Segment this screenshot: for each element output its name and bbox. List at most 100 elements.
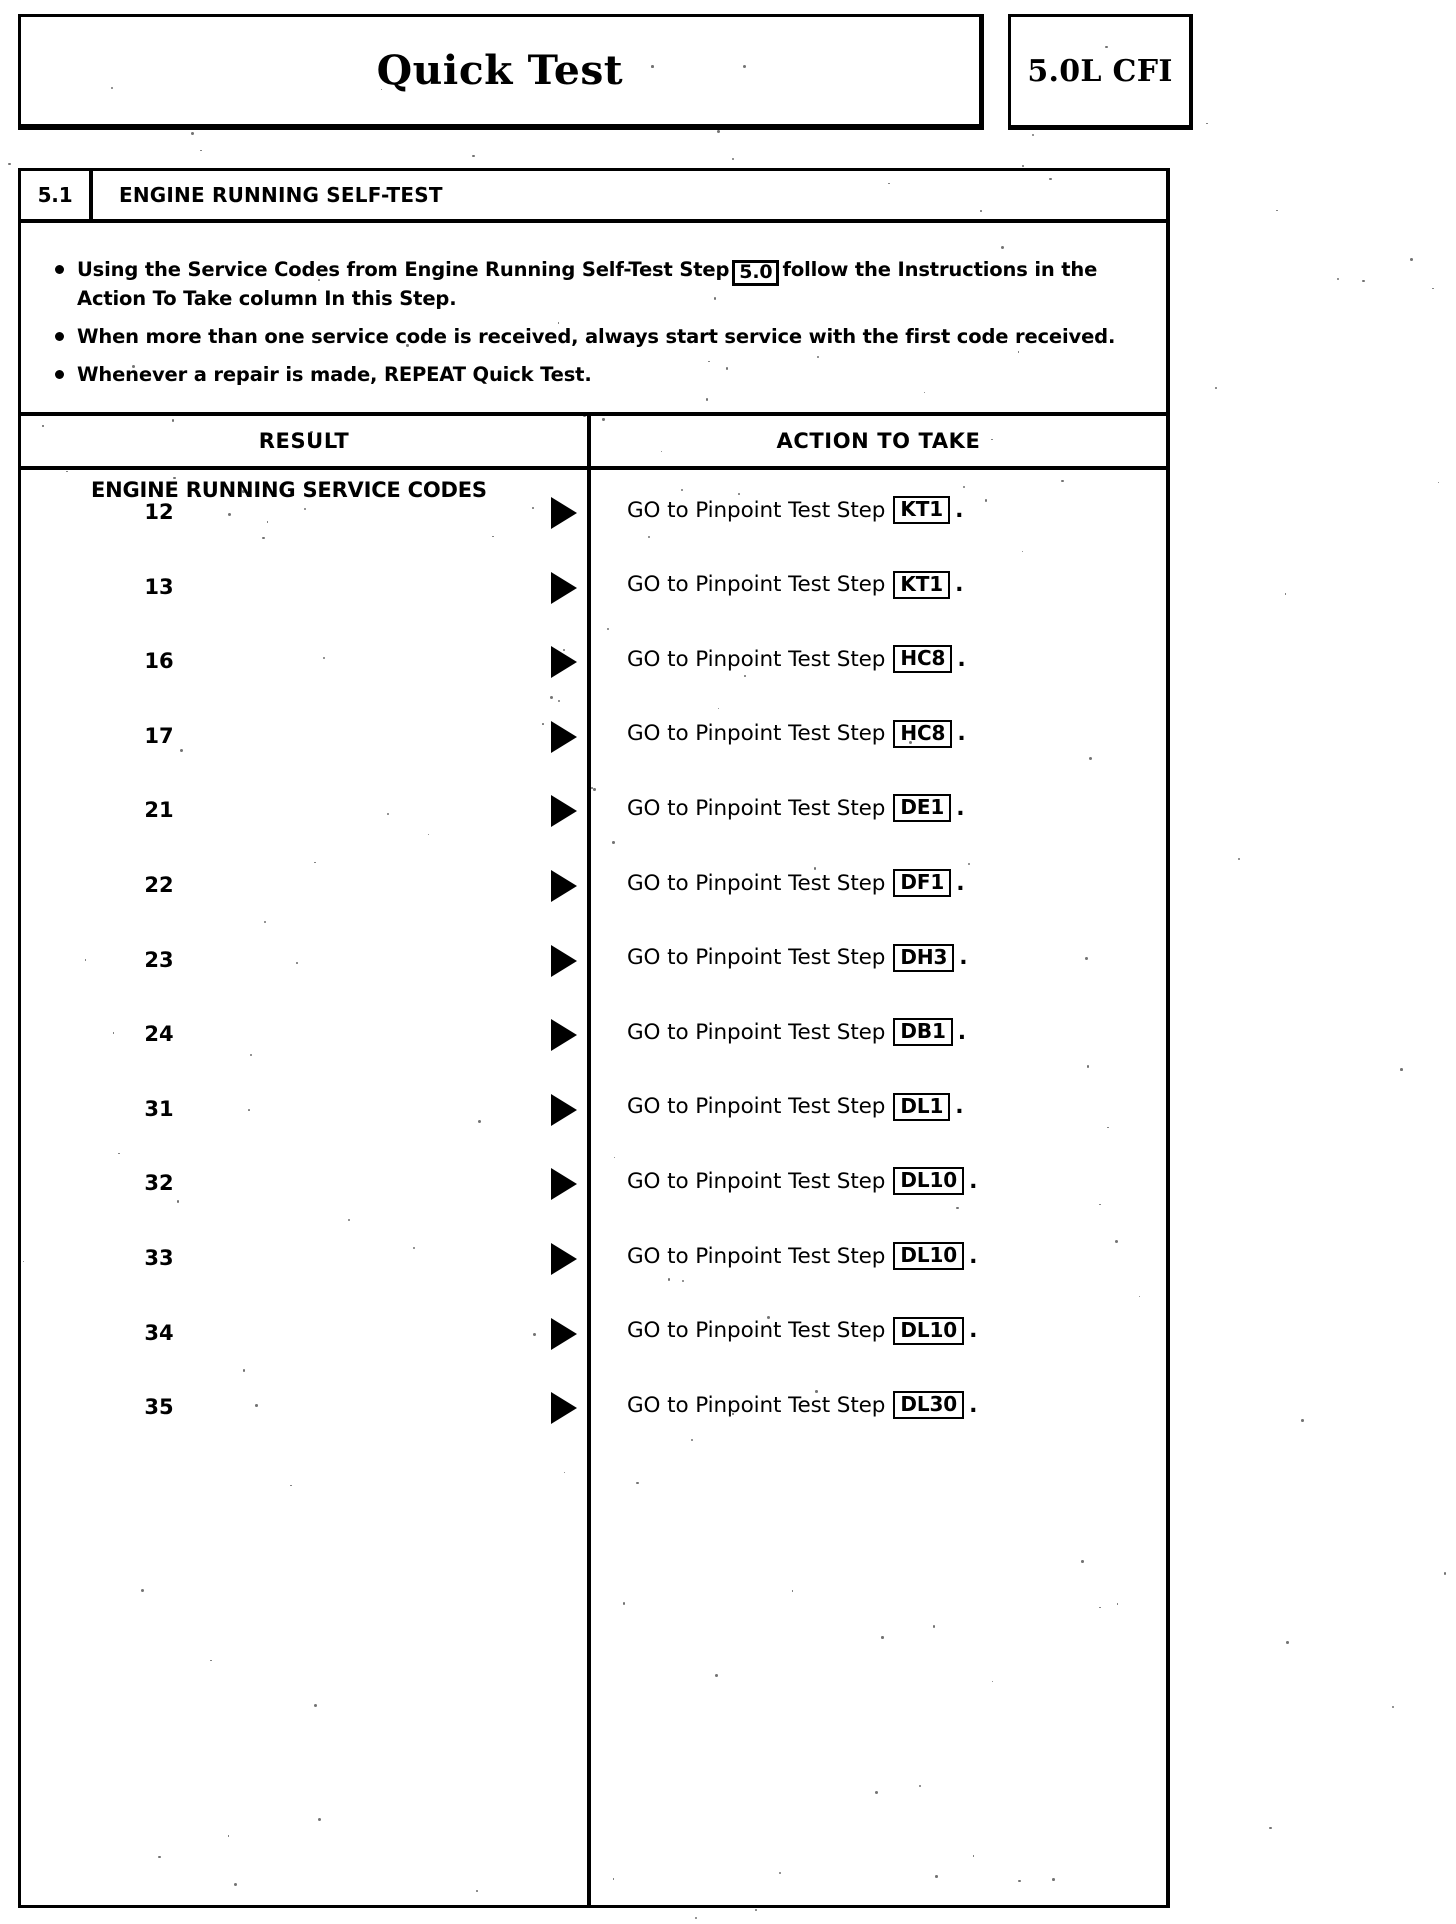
action-period: .: [959, 945, 968, 971]
scan-artifact: [472, 154, 475, 158]
instruction-text: Using the Service Codes from Engine Runn…: [77, 257, 1140, 311]
pinpoint-test-step-box[interactable]: HC8: [893, 719, 953, 748]
bullet-dot-icon: [55, 370, 64, 379]
action-period: .: [969, 1392, 978, 1418]
instruction-text: When more than one service code is recei…: [77, 325, 1116, 348]
service-code-cell: 34: [144, 1320, 174, 1345]
action-period: .: [957, 721, 966, 747]
service-code-cell: 23: [144, 947, 174, 972]
arrow-right-icon: [551, 1093, 577, 1126]
instruction-item: Using the Service Codes from Engine Runn…: [55, 257, 1140, 311]
service-code-cell: 13: [144, 574, 174, 599]
action-period: .: [969, 1318, 978, 1344]
service-code-cell: 21: [144, 798, 174, 823]
action-text: GO to Pinpoint Test Step: [627, 1392, 886, 1418]
arrow-right-icon: [551, 497, 577, 529]
scan-artifact: [1443, 1572, 1447, 1576]
scan-artifact: [1269, 1827, 1272, 1830]
service-code-cell: 16: [144, 649, 174, 674]
action-text: GO to Pinpoint Test Step: [627, 1168, 886, 1194]
service-code-cell: 12: [144, 500, 174, 524]
arrow-right-icon: [551, 944, 577, 977]
service-code-cell: 32: [144, 1171, 174, 1196]
action-text: GO to Pinpoint Test Step: [627, 1019, 886, 1045]
arrow-right-icon: [551, 795, 577, 828]
engine-designation-box: 5.0L CFI: [1008, 14, 1193, 130]
action-text: GO to Pinpoint Test Step: [627, 572, 886, 598]
pinpoint-test-step-box[interactable]: KT1: [893, 496, 951, 524]
scan-artifact: [8, 162, 11, 166]
scan-artifact: [694, 1916, 698, 1920]
instructions-list: Using the Service Codes from Engine Runn…: [21, 223, 1166, 416]
action-cell: GO to Pinpoint Test Step HC8.: [627, 645, 966, 674]
table-header-row: RESULT ACTION TO TAKE: [21, 416, 1166, 470]
service-code-cell: 35: [144, 1395, 174, 1420]
pinpoint-test-step-box[interactable]: KT1: [893, 570, 951, 599]
action-cell: GO to Pinpoint Test Step DL10.: [627, 1316, 978, 1345]
action-period: .: [969, 1168, 978, 1194]
pinpoint-test-step-box[interactable]: DB1: [893, 1018, 953, 1047]
action-period: .: [955, 572, 964, 598]
service-code-cell: 24: [144, 1022, 174, 1047]
scan-artifact: [200, 149, 202, 152]
arrow-right-icon: [551, 1243, 577, 1275]
action-text: GO to Pinpoint Test Step: [627, 497, 886, 523]
action-text: GO to Pinpoint Test Step: [627, 646, 886, 672]
action-period: .: [955, 1094, 964, 1120]
scan-artifact: [1214, 387, 1217, 389]
instruction-item: Whenever a repair is made, REPEAT Quick …: [55, 362, 1140, 387]
action-cell: GO to Pinpoint Test Step DE1.: [627, 794, 965, 823]
pinpoint-test-step-box[interactable]: DE1: [893, 794, 952, 823]
scan-artifact: [1409, 257, 1413, 261]
pinpoint-test-step-box[interactable]: DH3: [893, 943, 955, 972]
scan-artifact: [1301, 1419, 1305, 1422]
action-cell: GO to Pinpoint Test Step DB1.: [627, 1018, 967, 1047]
action-text: GO to Pinpoint Test Step: [627, 795, 886, 821]
action-cell: GO to Pinpoint Test Step KT1.: [627, 496, 963, 524]
pinpoint-test-step-box[interactable]: DL10: [893, 1316, 965, 1345]
arrow-right-icon: [551, 1392, 577, 1425]
scan-artifact: [1437, 482, 1439, 484]
instruction-text-before: Using the Service Codes from Engine Runn…: [77, 258, 730, 281]
service-code-cell: 31: [144, 1096, 174, 1121]
action-text: GO to Pinpoint Test Step: [627, 1318, 886, 1344]
pinpoint-test-step-box[interactable]: HC8: [893, 645, 953, 674]
scan-artifact: [1362, 279, 1365, 283]
scan-artifact: [1400, 1068, 1403, 1071]
step-header: 5.1 ENGINE RUNNING SELF-TEST: [21, 171, 1166, 223]
pinpoint-test-step-box[interactable]: DL30: [893, 1391, 965, 1420]
arrow-right-icon: [551, 870, 577, 902]
action-period: .: [957, 1019, 967, 1045]
arrow-right-icon: [551, 571, 577, 604]
instruction-text: Whenever a repair is made, REPEAT Quick …: [77, 363, 592, 386]
action-text: GO to Pinpoint Test Step: [627, 1243, 886, 1269]
instruction-item: When more than one service code is recei…: [55, 324, 1140, 349]
action-period: .: [956, 795, 965, 821]
scan-artifact: [1432, 287, 1434, 290]
pinpoint-test-step-box[interactable]: DF1: [893, 869, 952, 897]
arrow-right-icon: [551, 1168, 577, 1201]
scan-artifact: [190, 132, 194, 135]
instruction-text-after: follow the Instructions in the Action To…: [77, 258, 1098, 310]
pinpoint-test-step-box[interactable]: DL1: [893, 1092, 951, 1121]
arrow-right-icon: [551, 1019, 577, 1052]
action-period: .: [957, 646, 966, 672]
action-period: .: [969, 1243, 978, 1269]
action-text: GO to Pinpoint Test Step: [627, 870, 886, 896]
pinpoint-test-step-box[interactable]: DL10: [893, 1167, 965, 1196]
scan-artifact: [1032, 133, 1035, 136]
scan-artifact: [1285, 1641, 1289, 1645]
scan-artifact: [754, 1908, 757, 1911]
pinpoint-test-step-box[interactable]: DL10: [893, 1242, 965, 1270]
bullet-dot-icon: [55, 265, 64, 274]
page-header: Quick Test 5.0L CFI: [18, 14, 1442, 130]
arrow-right-icon: [551, 1317, 577, 1350]
action-period: .: [955, 497, 964, 523]
scan-artifact: [1284, 593, 1287, 595]
